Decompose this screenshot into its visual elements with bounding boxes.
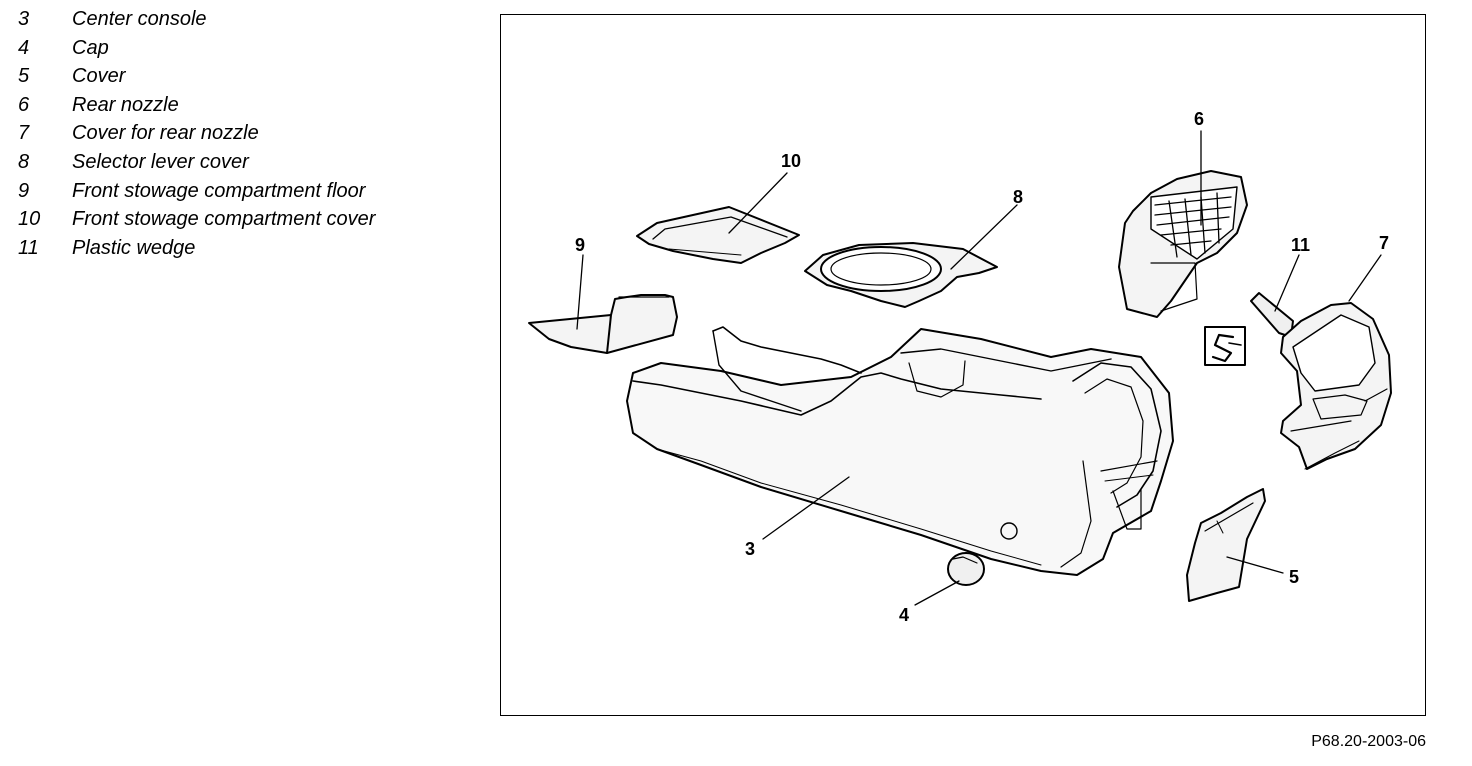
callout-3: 3 xyxy=(745,539,755,559)
cap-part xyxy=(947,552,985,586)
legend-label: Cap xyxy=(72,36,109,59)
leader-line-3 xyxy=(762,476,850,540)
leader-line-9 xyxy=(576,254,584,330)
legend-number: 11 xyxy=(18,236,39,259)
legend-number: 8 xyxy=(18,150,30,173)
plastic-wedge-part xyxy=(1250,292,1294,338)
leader-line-7 xyxy=(1348,254,1382,302)
callout-11: 11 xyxy=(1291,235,1310,255)
leader-line-8 xyxy=(950,204,1018,270)
leader-line-10 xyxy=(728,172,788,234)
callout-labels: 3 4 5 6 7 8 9 10 11 xyxy=(575,109,1389,625)
legend-label: Selector lever cover xyxy=(72,150,249,173)
rear-nozzle-cover-part xyxy=(1280,302,1392,470)
legend-number: 10 xyxy=(18,208,41,231)
legend-label: Cover for rear nozzle xyxy=(72,122,259,145)
callout-10: 10 xyxy=(781,151,801,171)
callout-5: 5 xyxy=(1289,567,1299,587)
callout-8: 8 xyxy=(1013,187,1023,207)
legend-label: Front stowage compartment floor xyxy=(72,179,366,202)
legend-number: 5 xyxy=(18,65,30,88)
legend-label: Center console xyxy=(72,8,207,30)
callout-4: 4 xyxy=(899,605,909,625)
rear-nozzle-part xyxy=(1118,170,1248,318)
legend-label: Plastic wedge xyxy=(72,236,196,259)
callout-9: 9 xyxy=(575,235,585,255)
callout-6: 6 xyxy=(1194,109,1204,129)
callout-7: 7 xyxy=(1379,233,1389,253)
front-stowage-cover-part xyxy=(636,206,800,264)
legend-number: 6 xyxy=(18,93,30,116)
leader-lines xyxy=(576,130,1382,606)
legend-label: Rear nozzle xyxy=(72,93,179,116)
front-stowage-floor-part xyxy=(528,294,678,354)
leader-line-4 xyxy=(914,580,960,606)
cover-part xyxy=(1186,488,1266,602)
symbol-box-icon xyxy=(1204,326,1246,366)
legend-label: Front stowage compartment cover xyxy=(72,208,376,231)
exploded-view-frame: 3 4 5 6 7 8 9 10 11 xyxy=(500,14,1426,716)
legend-number: 7 xyxy=(18,122,30,145)
legend-number: 9 xyxy=(18,179,30,202)
exploded-view-drawing: 3 4 5 6 7 8 9 10 11 xyxy=(528,109,1392,625)
legend-number: 3 xyxy=(18,8,30,30)
legend-number: 4 xyxy=(18,36,30,59)
figure-reference-code: P68.20-2003-06 xyxy=(1311,733,1426,750)
leader-line-11 xyxy=(1274,254,1300,312)
selector-lever-cover-part xyxy=(804,242,998,308)
center-console-part xyxy=(626,326,1174,576)
leader-line-5 xyxy=(1226,556,1284,574)
legend-label: Cover xyxy=(72,65,126,88)
